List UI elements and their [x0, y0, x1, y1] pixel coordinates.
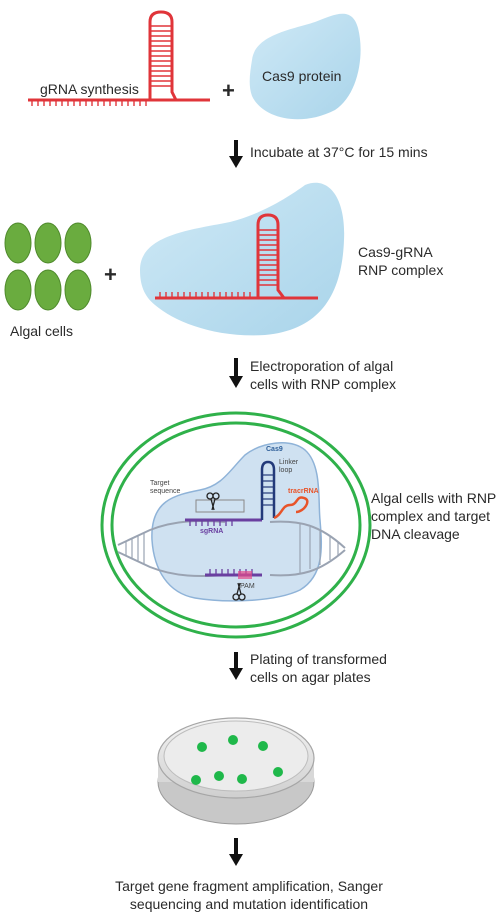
inset-linker-loop-label-1: Linker — [279, 459, 299, 466]
plus-sign-1: + — [222, 78, 235, 103]
electroporation-label-2: cells with RNP complex — [250, 376, 397, 392]
inset-target-sequence-label-2: sequence — [150, 488, 181, 495]
cas9-dna-cleavage-illustration — [117, 442, 346, 602]
grna-synthesis-label: gRNA synthesis — [40, 81, 139, 97]
arrow-final — [229, 838, 243, 866]
algal-cells-group — [4, 222, 92, 311]
step3-side-label-3: DNA cleavage — [371, 526, 460, 542]
plating-label-2: cells on agar plates — [250, 669, 371, 685]
scissors-icon — [206, 492, 220, 511]
algal-colonies — [191, 735, 283, 785]
cas9-protein-label: Cas9 protein — [262, 68, 342, 84]
rnp-complex-label-2: RNP complex — [358, 262, 444, 278]
arrow-electroporation — [229, 358, 243, 388]
algal-cells-label: Algal cells — [10, 323, 74, 339]
arrow-plating — [229, 652, 243, 680]
final-step-label-2: sequencing and mutation identification — [129, 896, 369, 912]
electroporation-label-1: Electroporation of algal — [250, 358, 394, 374]
step3-side-label-1: Algal cells with RNP — [371, 490, 497, 506]
scissors-icon — [232, 582, 246, 601]
inset-pam-label: PAM — [240, 583, 255, 590]
arrow-incubate — [229, 140, 243, 168]
incubate-label: Incubate at 37°C for 15 mins — [250, 144, 428, 160]
rnp-grna — [155, 213, 318, 300]
step3-side-label-2: complex and target — [371, 508, 491, 524]
rnp-complex-shape — [140, 182, 345, 336]
plus-sign-2: + — [104, 262, 117, 287]
cas9-protein-shape — [249, 13, 361, 120]
inset-tracrrna-label: tracrRNA — [288, 488, 319, 495]
inset-linker-loop-label-2: loop — [279, 467, 293, 474]
plating-label-1: Plating of transformed — [250, 651, 387, 667]
agar-plate — [157, 717, 315, 825]
final-step-label-1: Target gene fragment amplification, Sang… — [115, 878, 383, 894]
inset-sgrna-label: sgRNA — [200, 528, 224, 535]
inset-cas9-label: Cas9 — [266, 446, 283, 453]
grna-molecule — [28, 10, 210, 106]
inset-target-sequence-label-1: Target — [150, 480, 170, 487]
algal-cell-membrane — [100, 411, 372, 639]
rnp-complex-label-1: Cas9-gRNA — [358, 244, 433, 260]
